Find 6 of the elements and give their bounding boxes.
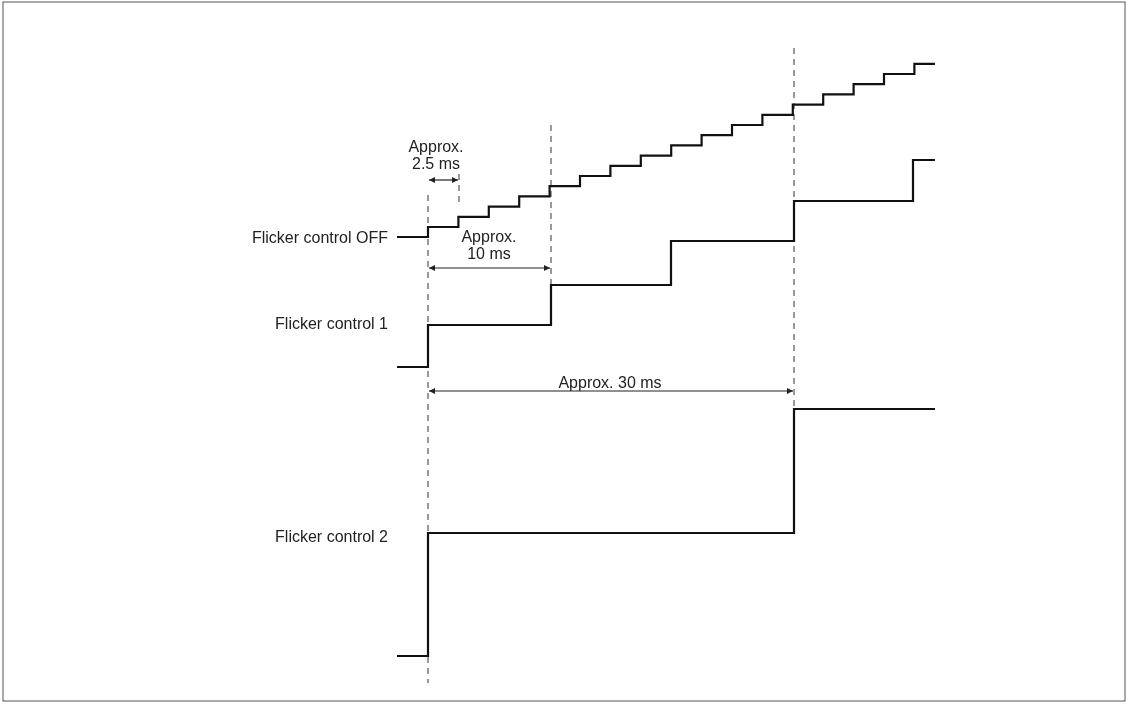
signal-label: Flicker control 2: [274, 528, 388, 545]
dimension-label: Approx. 30 ms: [557, 374, 663, 391]
dimension-label: Approx. 10 ms: [460, 228, 518, 262]
signal-label: Flicker control 1: [274, 315, 388, 332]
signal-label: Flicker control OFF: [251, 229, 388, 246]
dimension-label: Approx. 2.5 ms: [407, 138, 465, 172]
